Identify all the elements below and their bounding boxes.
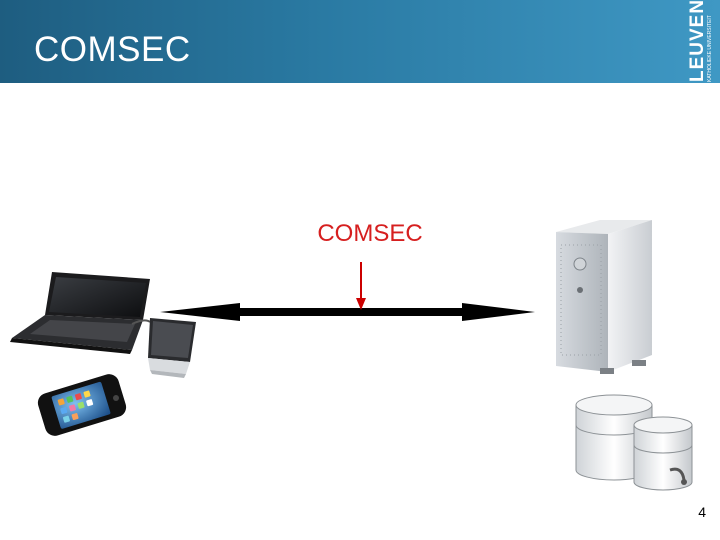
logo-subtext: KATHOLIEKE UNIVERSITEIT (707, 15, 713, 82)
slide-title: COMSEC (34, 30, 191, 69)
logo-text: LEUVEN (687, 0, 708, 82)
page-number: 4 (698, 504, 706, 520)
slide-header: COMSEC LEUVEN KATHOLIEKE UNIVERSITEIT (0, 0, 720, 83)
communication-arrow (160, 303, 535, 321)
database-icon (575, 394, 693, 491)
university-logo: LEUVEN KATHOLIEKE UNIVERSITEIT (687, 0, 714, 82)
interception-arrow (356, 262, 366, 310)
laptop-icon (10, 272, 151, 354)
tablet-icon (148, 318, 196, 378)
server-icon (556, 220, 652, 374)
smartphone-icon (37, 374, 127, 436)
communication-diagram (10, 220, 693, 491)
center-label: COMSEC (317, 220, 423, 247)
